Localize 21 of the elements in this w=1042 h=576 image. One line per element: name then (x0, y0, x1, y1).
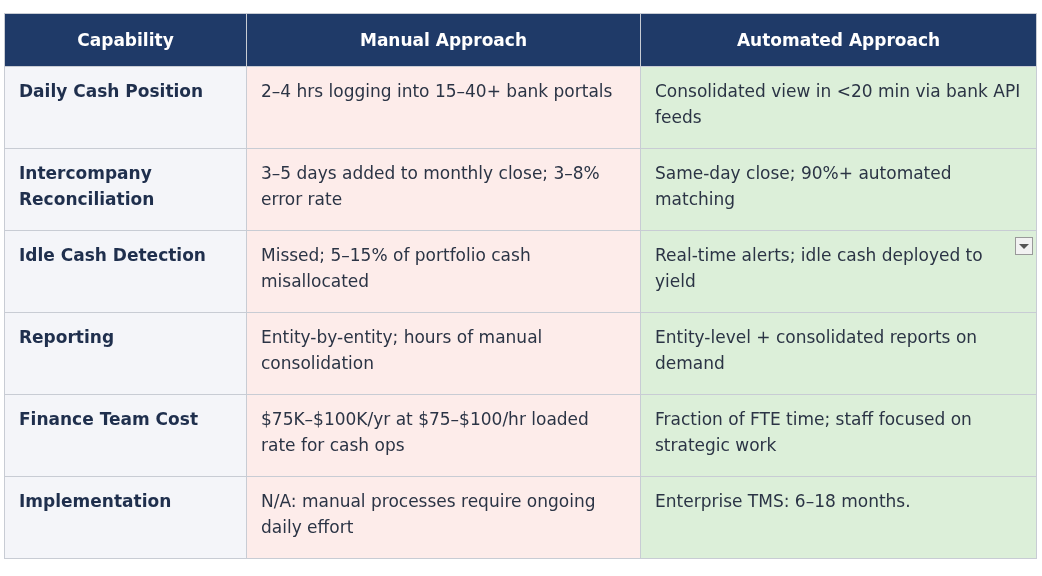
column-header: Automated Approach (640, 13, 1037, 67)
table-cell: 3–5 days added to monthly close; 3–8% error rate (261, 163, 600, 209)
row-header-cell: Idle Cash Detection (19, 245, 206, 265)
table-cell: N/A: manual processes require ongoing daily effort (261, 491, 596, 537)
column-header: Capability (4, 13, 247, 67)
table-cell: Fraction of FTE time; staff focused on strategic work (655, 409, 972, 455)
column-header: Manual Approach (246, 13, 641, 67)
row-header-cell: Intercompany Reconciliation (19, 163, 155, 209)
table-cell: Same-day close; 90%+ automated matching (655, 163, 952, 209)
table-cell: Enterprise TMS: 6–18 months. (655, 491, 911, 511)
table-cell: Consolidated view in <20 min via bank API feeds (655, 81, 1021, 127)
table-cell: Missed; 5–15% of portfolio cash misallocated (261, 245, 531, 291)
row-header-cell: Implementation (19, 491, 172, 511)
table-cell: Entity-level + consolidated reports on demand (655, 327, 978, 373)
table-cell: $75K–$100K/yr at $75–$100/hr loaded rate for cash ops (261, 409, 589, 455)
row-header-cell: Finance Team Cost (19, 409, 198, 429)
row-header-cell: Daily Cash Position (19, 81, 204, 101)
row-header-cell: Reporting (19, 327, 115, 347)
table-cell: 2–4 hrs logging into 15–40+ bank portals (261, 81, 613, 101)
table-cell: Entity-by-entity; hours of manual consolidation (261, 327, 543, 373)
table-cell: Real-time alerts; idle cash deployed to yield (655, 245, 983, 291)
